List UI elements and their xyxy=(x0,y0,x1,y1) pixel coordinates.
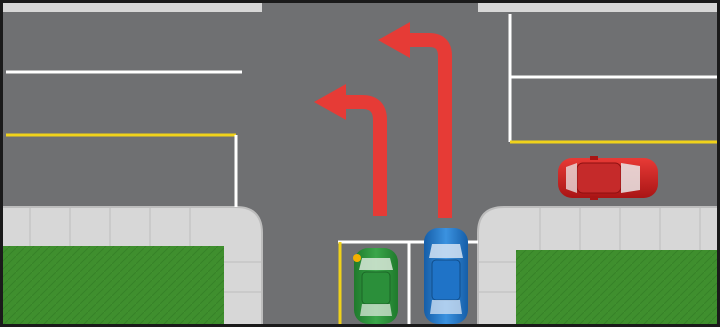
bottom-left-grass xyxy=(0,246,224,327)
red-car xyxy=(558,156,658,200)
bottom-right-grass xyxy=(516,250,720,327)
blue-car xyxy=(424,228,468,324)
green-car xyxy=(353,248,398,324)
turn-signal-light xyxy=(353,254,361,262)
